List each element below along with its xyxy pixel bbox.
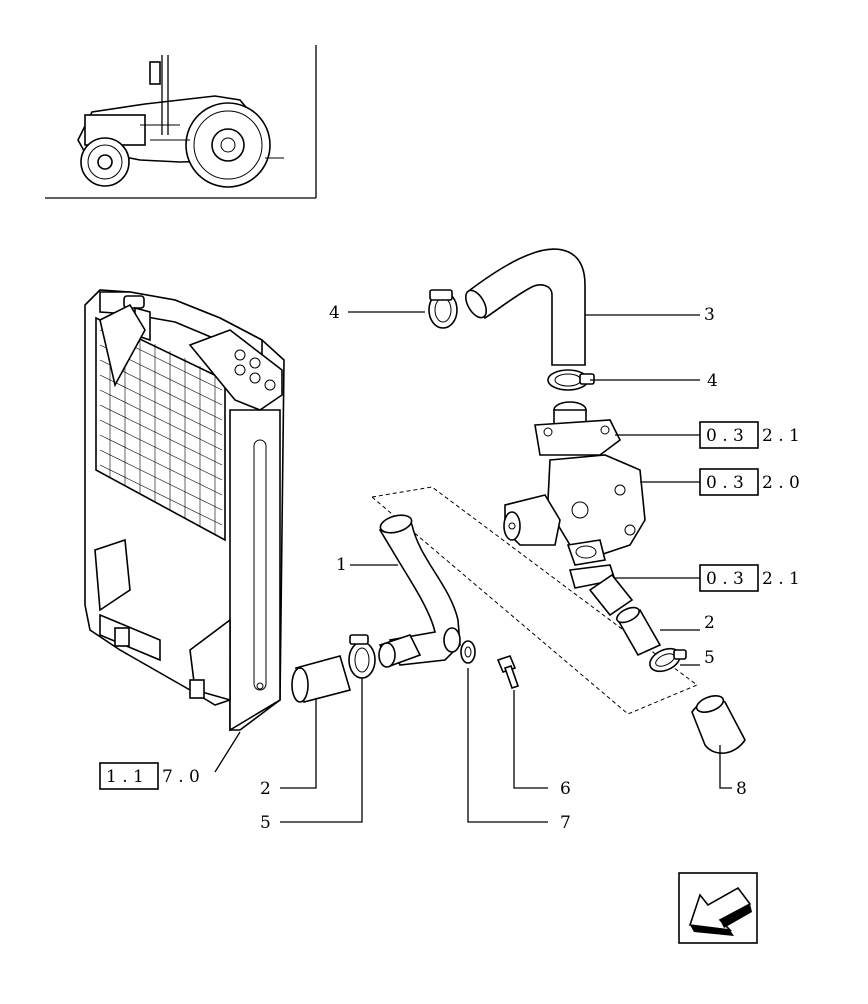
- callout-4-right: 4: [707, 371, 718, 391]
- ref-top-rest: 2 . 1: [762, 426, 800, 446]
- pump-outlet-hose: [588, 573, 662, 657]
- upper-hose: [464, 248, 586, 366]
- water-pump: [503, 401, 646, 589]
- tractor-icon: [77, 55, 284, 188]
- washer: [460, 640, 476, 664]
- nav-back-button[interactable]: [678, 872, 758, 944]
- callout-4-left: 4: [329, 303, 340, 323]
- callout-7: 7: [560, 813, 571, 833]
- callout-2-right: 2: [704, 613, 715, 633]
- callout-3: 3: [704, 305, 715, 325]
- arrow-back-icon: [688, 886, 752, 936]
- callout-8: 8: [736, 779, 747, 799]
- ref-top-boxed: 0 . 3: [706, 426, 744, 446]
- ref-box-radiator[interactable]: 1 . 1 7 . 0: [99, 762, 200, 790]
- pipe-hose-end: [378, 634, 422, 668]
- leader-lines: [214, 311, 732, 823]
- hose-clamp-upper-right: [547, 369, 595, 391]
- ref-radiator-rest: 7 . 0: [162, 767, 200, 787]
- ref-box-top[interactable]: 0 . 3 2 . 1: [699, 421, 800, 449]
- tractor-thumbnail: [45, 45, 317, 199]
- ref-box-mid[interactable]: 0 . 3 2 . 0: [699, 468, 800, 496]
- callout-5-right: 5: [704, 648, 715, 668]
- hose-clamp-lower-right: [649, 647, 687, 673]
- hose-clamp-upper-left: [428, 289, 458, 329]
- ref-box-low[interactable]: 0 . 3 2 . 1: [699, 564, 800, 592]
- callout-6: 6: [560, 779, 571, 799]
- ref-radiator-boxed: 1 . 1: [106, 767, 144, 787]
- ref-mid-rest: 2 . 0: [762, 473, 800, 493]
- hose-sleeve-left: [291, 655, 352, 703]
- elbow-hose: [691, 695, 746, 754]
- bolt: [496, 655, 520, 690]
- radiator: [84, 289, 285, 732]
- callout-numbers: 1 2 2 3 4 4 5 5 6 7 8: [260, 303, 747, 833]
- callout-1: 1: [336, 555, 347, 575]
- bypass-pipe: [379, 514, 461, 666]
- ref-low-rest: 2 . 1: [762, 569, 800, 589]
- ref-mid-boxed: 0 . 3: [706, 473, 744, 493]
- radiator-mesh: [99, 322, 223, 534]
- callout-2-left: 2: [260, 779, 271, 799]
- callout-5-left: 5: [260, 813, 271, 833]
- ref-low-boxed: 0 . 3: [706, 569, 744, 589]
- hose-clamp-left: [348, 634, 376, 679]
